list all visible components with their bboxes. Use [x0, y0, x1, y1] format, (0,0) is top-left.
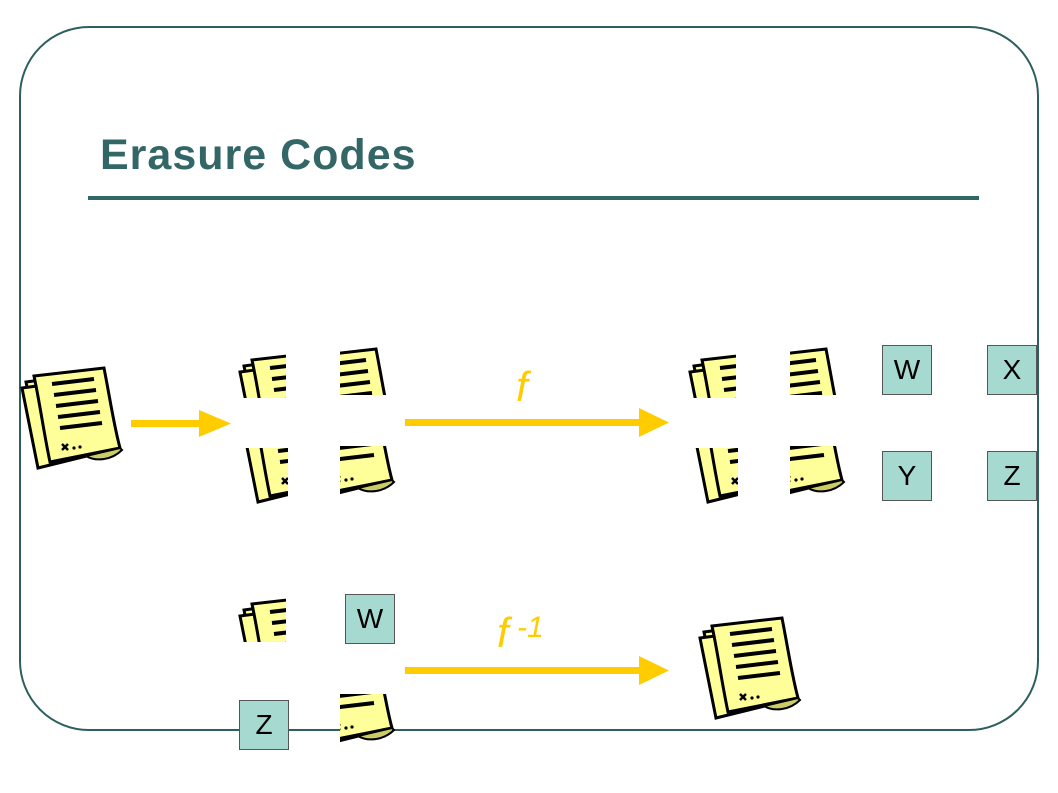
- decode-function-exponent: -1: [508, 611, 544, 644]
- slide-title: Erasure Codes: [100, 131, 417, 179]
- encode-function-label: f: [516, 363, 528, 410]
- coded-block-x: X: [987, 345, 1037, 395]
- decode-function-label: f -1: [497, 612, 544, 654]
- slide-frame: [19, 26, 1039, 731]
- coded-block-y: Y: [882, 451, 932, 501]
- received-block-z: Z: [239, 700, 289, 750]
- document-fragment-icon: [340, 694, 396, 750]
- encode-arrow: [405, 408, 669, 437]
- original-document-icon: [20, 366, 124, 470]
- split-arrow: [131, 410, 231, 437]
- decode-function-base: f: [497, 609, 509, 656]
- coded-block-w: W: [882, 345, 932, 395]
- coded-block-z: Z: [987, 451, 1037, 501]
- reconstructed-document-icon: [698, 616, 802, 720]
- document-fragment-icon: [790, 446, 846, 502]
- title-underline: [88, 196, 979, 200]
- received-block-w: W: [345, 594, 395, 644]
- document-fragment-icon: [340, 446, 396, 502]
- decode-arrow: [405, 656, 669, 685]
